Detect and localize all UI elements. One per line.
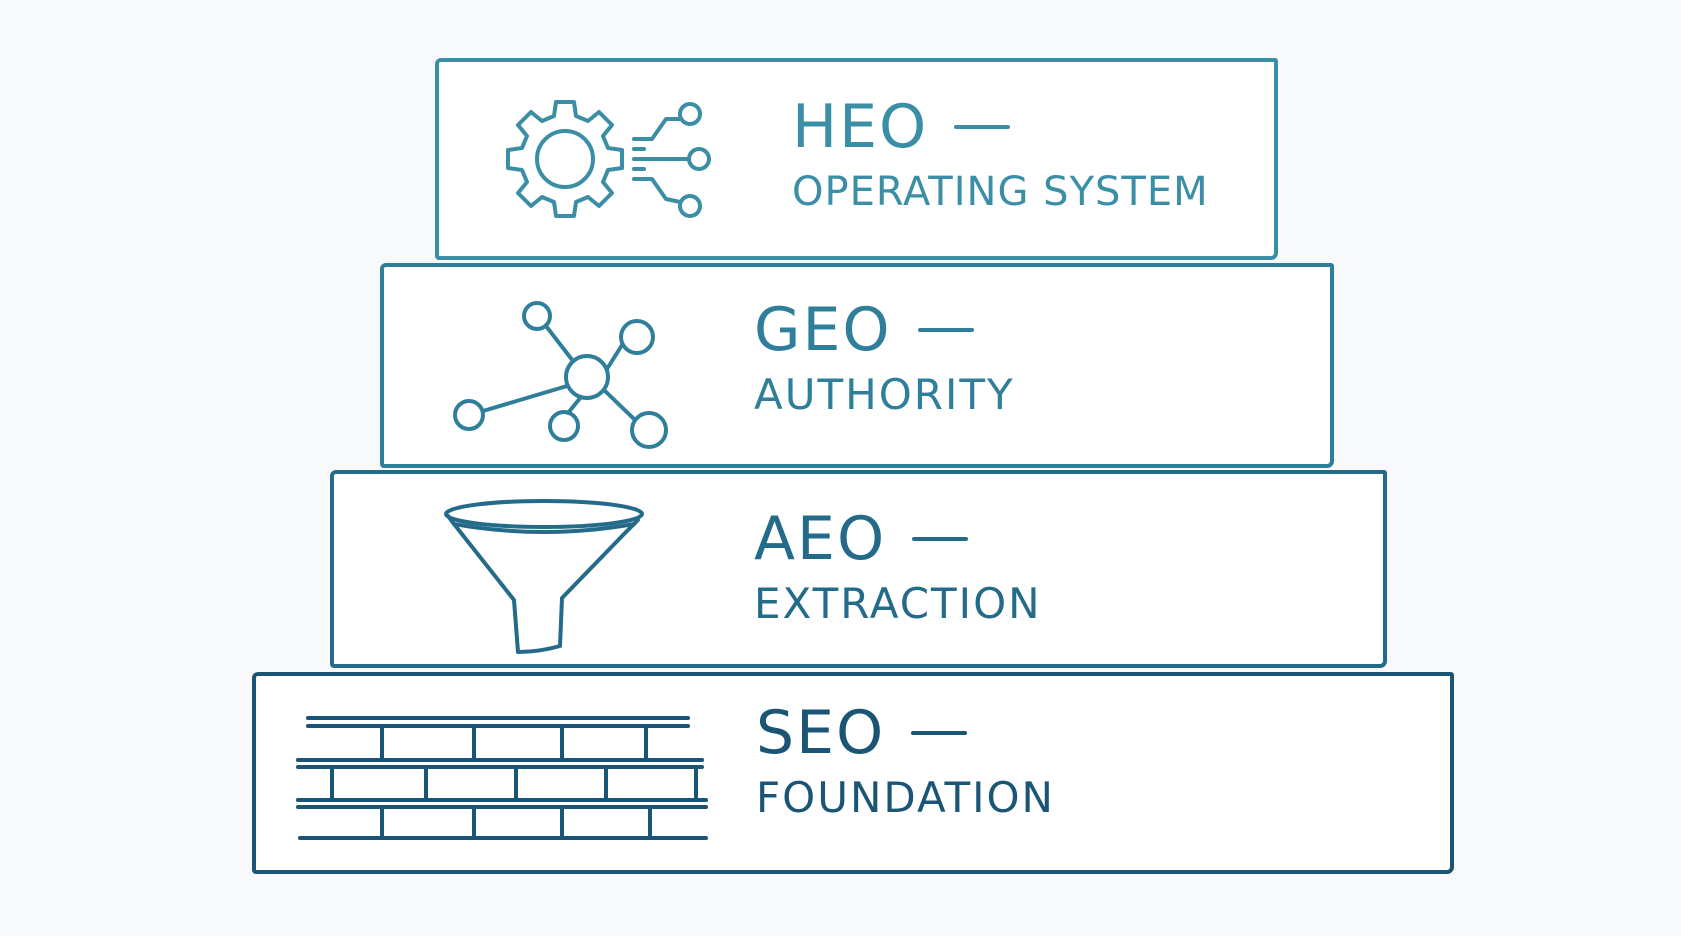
funnel-icon [444,490,654,664]
layer-heo-dash [954,125,1011,129]
layer-geo-label: GEO AUTHORITY [754,297,1015,419]
layer-geo-subtitle: AUTHORITY [754,370,1015,419]
layer-aeo-label: AEO EXTRACTION [754,506,1042,628]
layer-aeo-dash [912,537,969,541]
layer-seo-acronym: SEO [756,698,886,768]
layer-heo: HEO OPERATING SYSTEM [435,58,1278,260]
layer-aeo: AEO EXTRACTION [330,470,1387,668]
layer-aeo-subtitle: EXTRACTION [754,579,1042,628]
layer-seo: SEO FOUNDATION [252,672,1454,874]
layer-seo-dash [911,731,968,735]
layer-heo-subtitle: OPERATING SYSTEM [792,169,1209,215]
layer-seo-subtitle: FOUNDATION [756,773,1055,822]
layer-heo-acronym: HEO [792,92,929,162]
layer-aeo-acronym: AEO [754,504,887,574]
layer-geo: GEO AUTHORITY [380,263,1334,468]
gear-circuit-icon [484,84,744,248]
brick-wall-icon [296,710,716,854]
layer-geo-dash [917,328,974,332]
layer-heo-label: HEO OPERATING SYSTEM [792,94,1209,216]
layer-seo-label: SEO FOUNDATION [756,700,1055,822]
layer-geo-acronym: GEO [754,295,892,365]
network-nodes-icon [449,289,689,453]
